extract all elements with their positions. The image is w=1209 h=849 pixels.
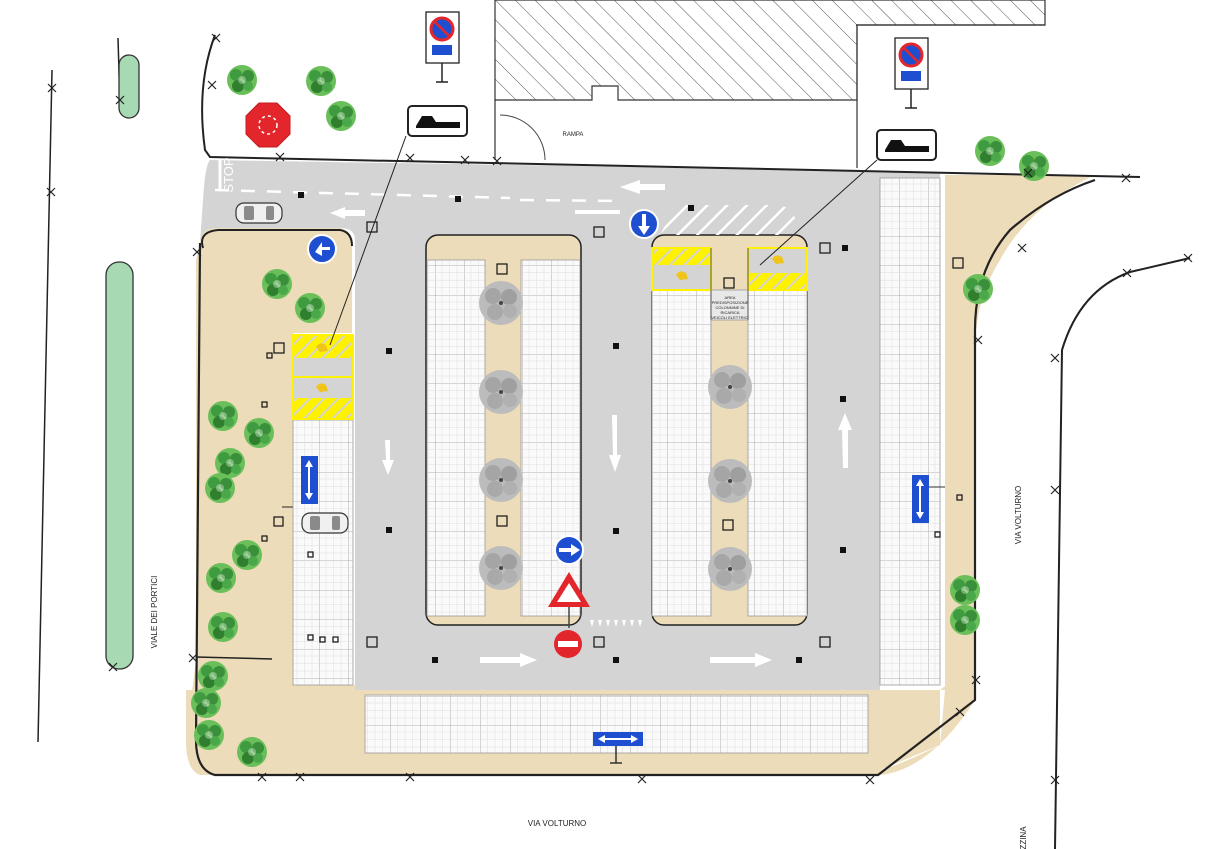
arrow-icon	[301, 456, 945, 764]
svg-text:RICARICA: RICARICA	[720, 310, 739, 315]
hedge	[105, 261, 134, 670]
street-label: VIA VOLTURNO	[1014, 486, 1023, 545]
no-entry-sign-icon	[554, 630, 582, 658]
svg-text:AREA: AREA	[725, 295, 736, 300]
give-way-sign-icon	[548, 572, 590, 628]
no-parking-sign-icon	[894, 37, 929, 109]
tow-away-sign-icon	[329, 105, 468, 346]
hatched-zone	[660, 205, 796, 235]
svg-text:VEICOLI ELETTRICI: VEICOLI ELETTRICI	[711, 315, 748, 320]
green-area-bottom	[186, 670, 975, 775]
parking-stalls	[651, 289, 712, 617]
stop-sign-icon	[245, 102, 291, 148]
green-area-right	[940, 175, 1095, 708]
building	[494, 0, 1046, 101]
ev-charging-area-label: AREA PREDISPOSIZIONE COLONNINE DI RICARI…	[711, 295, 748, 320]
stop-road-marking: STOP	[221, 157, 236, 192]
marker	[298, 192, 848, 663]
street-label: VIA VOLTURNO	[528, 819, 587, 828]
street-label: VIALE DEI PORTICI	[150, 576, 159, 649]
parking-stalls	[426, 259, 486, 617]
no-parking-sign-icon	[425, 11, 460, 83]
svg-text:COLONNINE DI: COLONNINE DI	[716, 305, 745, 310]
keep-right-sign-icon	[307, 234, 337, 264]
marker	[261, 221, 964, 648]
disabled-parking-bay	[651, 247, 808, 320]
parking-stalls	[879, 177, 941, 686]
car-icon	[301, 512, 349, 534]
tow-away-sign-icon	[759, 129, 937, 266]
rampa-label: RAMPA	[563, 132, 584, 138]
disabled-parking-bay	[292, 334, 354, 420]
arrow-icon	[330, 180, 852, 667]
hedge	[118, 54, 140, 119]
svg-text:PREDISPOSIZIONE: PREDISPOSIZIONE	[712, 300, 749, 305]
mandatory-direction-sign-icon	[629, 209, 659, 239]
parking-stalls	[747, 289, 808, 617]
car-icon	[235, 202, 283, 224]
street-label: ZZINA	[1019, 826, 1028, 849]
mandatory-direction-sign-icon	[554, 535, 584, 565]
